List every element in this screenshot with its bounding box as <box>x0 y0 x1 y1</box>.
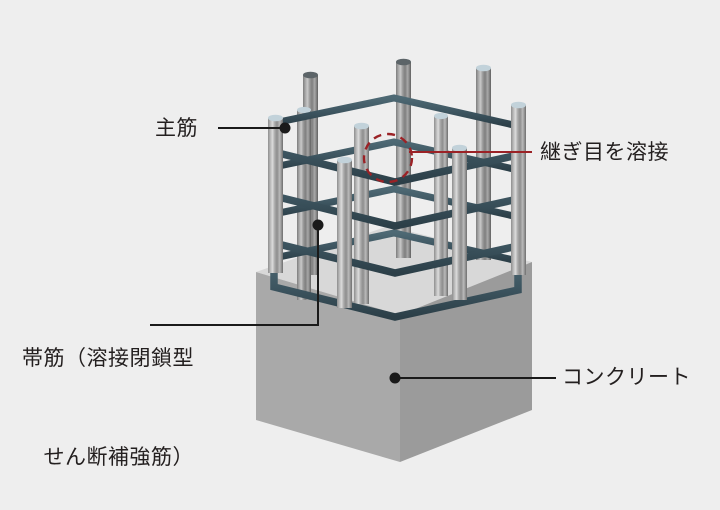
rebar-group-front <box>268 101 526 308</box>
label-main-bar: 主筋 <box>155 116 198 140</box>
label-weld-joint: 継ぎ目を溶接 <box>540 140 669 164</box>
label-hoop-line2: せん断補強筋） <box>43 445 194 469</box>
label-hoop-line1: 帯筋（溶接閉鎖型 <box>22 346 194 370</box>
annotation-weld-joint <box>362 132 532 184</box>
vertical-rebar <box>452 144 467 300</box>
vertical-rebar <box>511 101 526 275</box>
vertical-rebar <box>396 58 411 258</box>
leader-line-hoop <box>150 225 319 326</box>
weld-marker-dashed-circle <box>362 132 414 184</box>
label-hoop: 帯筋（溶接閉鎖型 せん断補強筋） <box>22 276 194 507</box>
leader-dot-concrete <box>389 372 401 384</box>
annotation-main-bar <box>218 122 291 134</box>
vertical-rebar <box>434 112 448 296</box>
leader-dot-main-bar <box>279 122 291 134</box>
concrete-front-face <box>256 272 400 462</box>
vertical-rebar-main <box>268 114 283 273</box>
vertical-rebar <box>337 156 352 308</box>
hoop-back-segment <box>269 94 523 131</box>
hoop-front-segment <box>270 254 522 321</box>
label-concrete: コンクリート <box>562 365 691 389</box>
annotation-hoop <box>150 219 324 326</box>
leader-dot-hoop <box>312 219 324 231</box>
annotation-concrete <box>389 372 556 384</box>
